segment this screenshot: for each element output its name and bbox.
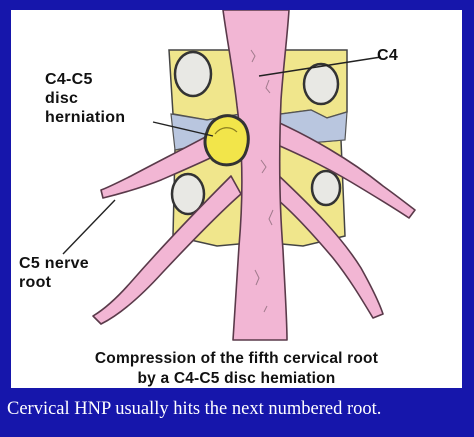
slide-text: Cervical HNP usually hits the next numbe… — [7, 399, 382, 419]
label-nerve-root-line-1: C5 nerve — [19, 255, 89, 272]
label-nerve-root: C5 nerve root — [19, 254, 89, 292]
foramen-upper-left — [173, 50, 213, 98]
caption-line-1: Compression of the fifth cervical root — [94, 350, 379, 367]
label-herniation-line-1: C4-C5 — [45, 71, 93, 88]
foramen-lower-left — [170, 172, 206, 216]
nerve-root-upper-right — [270, 119, 416, 219]
caption-line-2: by a C4-C5 disc hemiation — [137, 370, 336, 387]
leader-c4 — [258, 56, 382, 77]
spinal-cord — [222, 10, 290, 341]
label-c4: C4 — [377, 47, 399, 64]
foramen-upper-right — [302, 62, 340, 106]
nerve-root-c5 — [92, 175, 242, 325]
figure-panel: C4 C4-C5 disc herniation C5 nerve root C… — [11, 10, 462, 388]
herniated-disc — [203, 114, 250, 167]
spine-illustration — [62, 10, 416, 341]
label-nerve-root-line-2: root — [19, 274, 52, 291]
figure-caption: Compression of the fifth cervical root b… — [11, 349, 462, 389]
label-herniation-line-2: disc — [45, 90, 79, 107]
leader-c5 — [62, 199, 116, 255]
nerve-root-lower-right — [272, 173, 384, 319]
label-herniation-line-3: herniation — [45, 109, 126, 126]
label-herniation: C4-C5 disc herniation — [45, 70, 125, 127]
leader-herniation — [152, 121, 214, 137]
foramen-lower-right — [310, 169, 342, 207]
